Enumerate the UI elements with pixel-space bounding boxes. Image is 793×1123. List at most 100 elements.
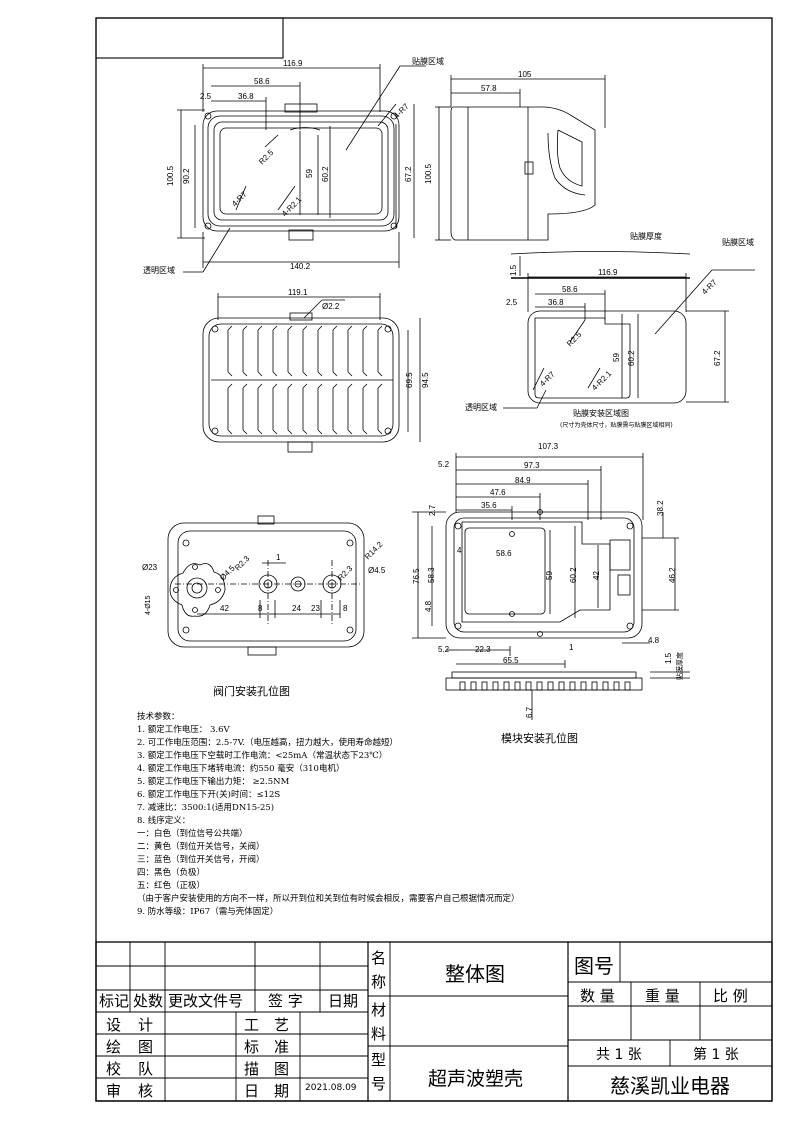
title-block-grid xyxy=(95,941,773,1102)
note-line: 8. 线序定义： xyxy=(137,816,191,826)
rib-hook xyxy=(272,383,278,435)
profile-tooth xyxy=(580,681,587,691)
profile-tooth xyxy=(558,681,565,691)
dim-side-105: 105 xyxy=(518,70,532,79)
dim-back-d2-2: Ø2.2 xyxy=(322,302,340,311)
title-cell: 计 xyxy=(138,1016,154,1034)
title-cell: 标 xyxy=(244,1038,260,1056)
dim-front-67-2: 67.2 xyxy=(404,166,413,182)
label-front-trans: 透明区域 xyxy=(143,266,175,275)
dim-valve-4-d15: 4-Ø15 xyxy=(145,595,152,615)
dim-module-59: 59 xyxy=(545,571,554,580)
title-cell: 期 xyxy=(274,1082,290,1100)
dim-back-119: 119.1 xyxy=(288,288,308,297)
side-view xyxy=(435,75,606,241)
dim-side-57: 57.8 xyxy=(481,84,497,93)
dim-valve-d4-5-b: Ø4.5 xyxy=(368,566,386,575)
title-block-date: 2021.08.09 xyxy=(305,1083,357,1093)
corner-box xyxy=(95,17,284,59)
header-cell: 处数 xyxy=(133,992,164,1010)
dim-module-65: 65.5 xyxy=(503,656,519,665)
caption-module: 模块安装孔位图 xyxy=(501,732,578,745)
dim-valve-8-b: 8 xyxy=(343,604,348,613)
label-film-trans: 透明区域 xyxy=(465,403,497,412)
rib-hook xyxy=(347,383,353,435)
profile-tooth xyxy=(492,681,499,691)
rib-hook xyxy=(302,325,308,377)
dim-module-76: 76.5 xyxy=(412,568,421,584)
rib-hook xyxy=(362,383,368,435)
note-line: 1. 额定工作电压： 3.6V xyxy=(137,725,230,735)
rib-hook xyxy=(287,325,293,377)
note-line: 技术参数： xyxy=(137,712,180,722)
rib-hook xyxy=(377,383,383,435)
rib-hook xyxy=(287,383,293,435)
caption-film: 贴膜安装区域图 xyxy=(573,409,629,418)
dim-front-90-2: 90.2 xyxy=(182,168,191,184)
title-cell: 校 xyxy=(106,1060,122,1078)
label-front-film: 贴膜区域 xyxy=(412,57,444,66)
caption-valve: 阀门安装孔位图 xyxy=(213,685,290,698)
quantity-label: 数 量 xyxy=(580,987,615,1005)
company-name: 慈溪凯业电器 xyxy=(610,1074,730,1098)
label-name: 名称 xyxy=(371,949,387,991)
dim-module-42: 42 xyxy=(592,571,601,580)
dim-film-59: 59 xyxy=(612,353,621,362)
dim-front-58: 58.6 xyxy=(254,77,270,86)
profile-tooth xyxy=(470,681,477,691)
dim-module-4: 4 xyxy=(457,546,462,555)
dim-front-59: 59 xyxy=(305,169,314,178)
dim-module-4-8-w: 4.8 xyxy=(648,636,660,645)
dim-front-100-5-r: 100.5 xyxy=(424,163,433,184)
profile-tooth xyxy=(624,681,631,691)
dim-module-60: 60.2 xyxy=(569,567,578,583)
title-cell: 绘 xyxy=(106,1038,122,1056)
title-cell: 图 xyxy=(138,1038,154,1056)
profile-tooth xyxy=(569,681,576,691)
dim-module-22: 22.3 xyxy=(475,645,491,654)
dim-module-97: 97.3 xyxy=(524,461,540,470)
dim-film-2-5: 2.5 xyxy=(506,298,518,307)
dim-module-58: 58.6 xyxy=(496,549,512,558)
rib-hook xyxy=(272,325,278,377)
dim-module-84: 84.9 xyxy=(515,476,531,485)
dim-film-36: 36.8 xyxy=(548,298,564,307)
profile-tooth xyxy=(481,681,488,691)
profile-tooth xyxy=(514,681,521,691)
note-line: 3. 额定工作电压下空载时工作电流：<25mA（常温状态下23℃） xyxy=(137,751,388,761)
title-cell: 队 xyxy=(138,1060,154,1078)
title-cell: 日 xyxy=(244,1082,260,1100)
dim-film-58: 58.6 xyxy=(562,285,578,294)
rib-hook xyxy=(362,325,368,377)
title-cell: 描 xyxy=(244,1060,260,1078)
profile-tooth xyxy=(547,681,554,691)
dim-film-67: 67.2 xyxy=(713,350,722,366)
dim-module-107: 107.3 xyxy=(538,442,559,451)
label-material: 材料 xyxy=(371,1001,387,1043)
title-cell: 艺 xyxy=(274,1016,290,1034)
profile-tooth xyxy=(536,681,543,691)
note-line: 6. 额定工作电压下开(关)时间：≤12S xyxy=(137,790,281,800)
note-line: 二：黄色（到位开关信号，关阀） xyxy=(137,842,265,852)
header-cell: 标记 xyxy=(99,992,130,1010)
dim-module-1-5: 1.5 xyxy=(664,652,673,664)
note-line: （由于客户安装使用的方向不一样，所以开到位和关到位有时候会相反，需要客户自己根据… xyxy=(137,894,520,904)
title-cell: 准 xyxy=(274,1038,290,1056)
dim-module-5-2-b: 5.2 xyxy=(438,645,450,654)
dim-valve-1: 1 xyxy=(276,553,281,562)
dim-module-1: 1 xyxy=(569,643,574,652)
dim-module-4-8: 4.8 xyxy=(424,600,433,612)
title-cell: 审 xyxy=(106,1082,122,1100)
dim-module-5-2: 5.2 xyxy=(438,460,450,469)
dim-front-100-5: 100.5 xyxy=(166,165,175,186)
scale-label: 比 例 xyxy=(713,987,748,1005)
dim-valve-8-a: 8 xyxy=(258,604,263,613)
label-film-area: 贴膜区域 xyxy=(722,238,754,247)
sheet-number: 第 1 张 xyxy=(693,1047,739,1063)
title-cell: 核 xyxy=(138,1082,154,1100)
dim-module-46: 46.2 xyxy=(668,567,677,583)
title-cell: 工 xyxy=(244,1016,260,1034)
dim-back-69: 69.5 xyxy=(405,372,414,388)
rib-hook xyxy=(377,325,383,377)
